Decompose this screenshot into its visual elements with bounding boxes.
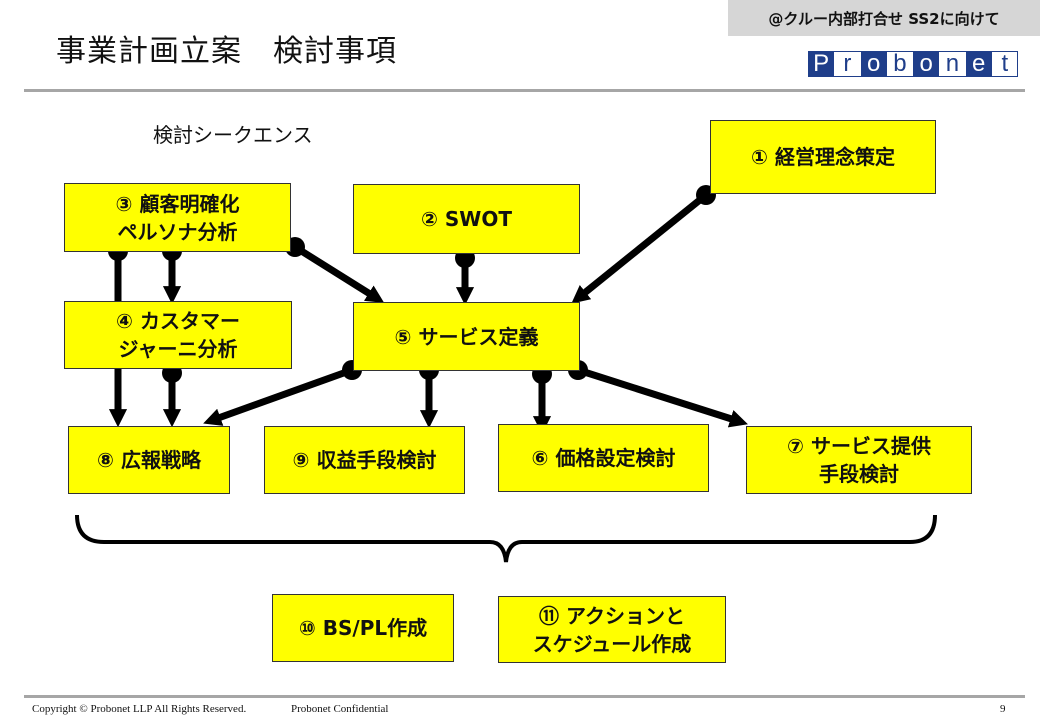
grouping-brace xyxy=(75,514,937,563)
step-8-pr-strategy: ⑧ 広報戦略 xyxy=(68,426,230,494)
step-9-revenue-means: ⑨ 収益手段検討 xyxy=(264,426,465,494)
page-number: 9 xyxy=(1000,703,1006,715)
arrow-3-to-5 xyxy=(293,244,385,303)
step-5-service-definition: ⑤ サービス定義 xyxy=(353,302,580,371)
footer-confidential: Probonet Confidential xyxy=(291,703,389,715)
logo-letter: b xyxy=(886,51,913,77)
step-4-customer-journey: ④ カスタマー ジャーニ分析 xyxy=(64,301,292,369)
arrow-1-to-5 xyxy=(571,192,709,304)
step-1-philosophy: ① 経営理念策定 xyxy=(710,120,936,194)
meeting-tag: @クルー内部打合せ SS2に向けて xyxy=(728,0,1040,36)
footer-copyright: Copyright © Probonet LLP All Rights Rese… xyxy=(32,703,247,715)
logo-letter: P xyxy=(808,51,835,77)
page-title: 事業計画立案 検討事項 xyxy=(56,34,397,69)
logo-letter: o xyxy=(913,51,940,77)
step-6-pricing: ⑥ 価格設定検討 xyxy=(498,424,709,492)
footer-divider xyxy=(24,695,1025,698)
arrow-5-to-7 xyxy=(576,366,748,428)
step-7-service-delivery: ⑦ サービス提供 手段検討 xyxy=(746,426,972,494)
step-11-action-schedule: ⑪ アクションと スケジュール作成 xyxy=(498,596,726,663)
arrow-5-to-8 xyxy=(203,366,354,426)
probonet-logo: P r o b o n e t xyxy=(808,51,1018,77)
step-10-bs-pl: ⑩ BS/PL作成 xyxy=(272,594,454,662)
logo-letter: o xyxy=(860,51,887,77)
logo-letter: r xyxy=(834,51,861,77)
step-2-swot: ② SWOT xyxy=(353,184,580,254)
logo-letter: e xyxy=(965,51,992,77)
logo-letter: n xyxy=(939,51,966,77)
logo-letter: t xyxy=(991,51,1018,77)
step-3-customer-persona: ③ 顧客明確化 ペルソナ分析 xyxy=(64,183,291,252)
header-divider xyxy=(24,89,1025,92)
diagram-subtitle: 検討シークエンス xyxy=(153,123,313,147)
